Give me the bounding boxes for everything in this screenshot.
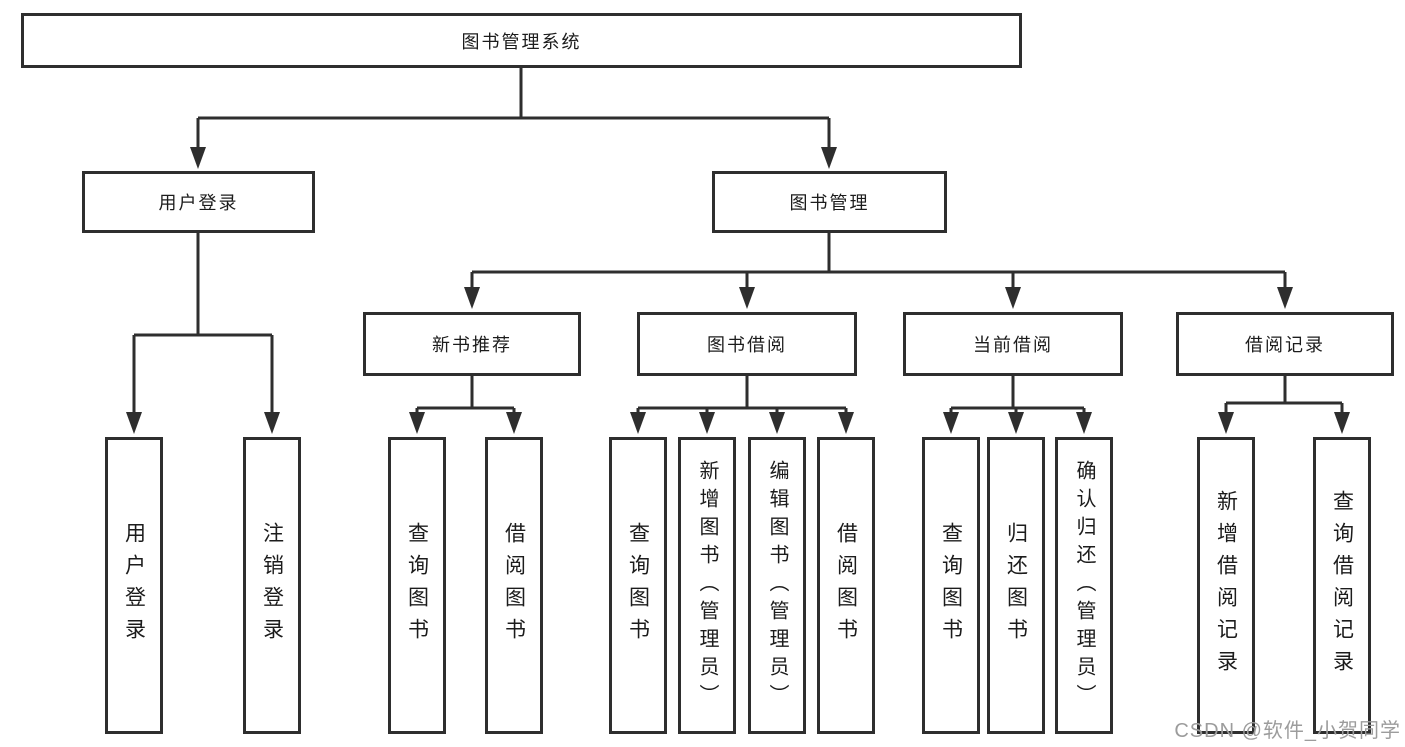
leaf-add-books-admin-label: 新增图书（管理员） bbox=[696, 459, 718, 712]
leaf-edit-books-admin-label: 编辑图书（管理员） bbox=[766, 459, 788, 712]
leaf-borrow-books-recommend: 借阅图书 bbox=[485, 437, 543, 734]
leaf-confirm-return-admin: 确认归还（管理员） bbox=[1055, 437, 1113, 734]
leaf-user-login-label: 用户登录 bbox=[122, 521, 146, 650]
watermark: CSDN @软件_小贺同学 bbox=[1174, 720, 1401, 742]
leaf-query-books-current: 查询图书 bbox=[922, 437, 980, 734]
leaf-query-books-borrowing: 查询图书 bbox=[609, 437, 667, 734]
leaf-edit-books-admin: 编辑图书（管理员） bbox=[748, 437, 806, 734]
leaf-query-books-borrowing-label: 查询图书 bbox=[626, 521, 650, 650]
leaf-borrow-books: 借阅图书 bbox=[817, 437, 875, 734]
leaf-add-borrow-record: 新增借阅记录 bbox=[1197, 437, 1255, 734]
arrowheads bbox=[126, 147, 1350, 434]
leaf-borrow-books-recommend-label: 借阅图书 bbox=[502, 521, 526, 650]
node-current-borrowing: 当前借阅 bbox=[903, 312, 1123, 376]
leaf-confirm-return-admin-label: 确认归还（管理员） bbox=[1073, 459, 1095, 712]
leaf-query-books-recommend-label: 查询图书 bbox=[405, 521, 429, 650]
leaf-return-books: 归还图书 bbox=[987, 437, 1045, 734]
node-book-borrowing: 图书借阅 bbox=[637, 312, 857, 376]
leaf-query-borrow-record-label: 查询借阅记录 bbox=[1330, 489, 1354, 682]
leaf-add-borrow-record-label: 新增借阅记录 bbox=[1214, 489, 1238, 682]
leaf-add-books-admin: 新增图书（管理员） bbox=[678, 437, 736, 734]
leaf-query-books-recommend: 查询图书 bbox=[388, 437, 446, 734]
leaf-user-login: 用户登录 bbox=[105, 437, 163, 734]
leaf-return-books-label: 归还图书 bbox=[1004, 521, 1028, 650]
node-book-management: 图书管理 bbox=[712, 171, 947, 233]
node-borrowing-records: 借阅记录 bbox=[1176, 312, 1394, 376]
node-user-login: 用户登录 bbox=[82, 171, 315, 233]
leaf-logout-label: 注销登录 bbox=[260, 521, 284, 650]
leaf-logout: 注销登录 bbox=[243, 437, 301, 734]
leaf-query-books-current-label: 查询图书 bbox=[939, 521, 963, 650]
node-library-management-system: 图书管理系统 bbox=[21, 13, 1022, 68]
leaf-borrow-books-label: 借阅图书 bbox=[834, 521, 858, 650]
node-new-book-recommendation: 新书推荐 bbox=[363, 312, 581, 376]
leaf-query-borrow-record: 查询借阅记录 bbox=[1313, 437, 1371, 734]
